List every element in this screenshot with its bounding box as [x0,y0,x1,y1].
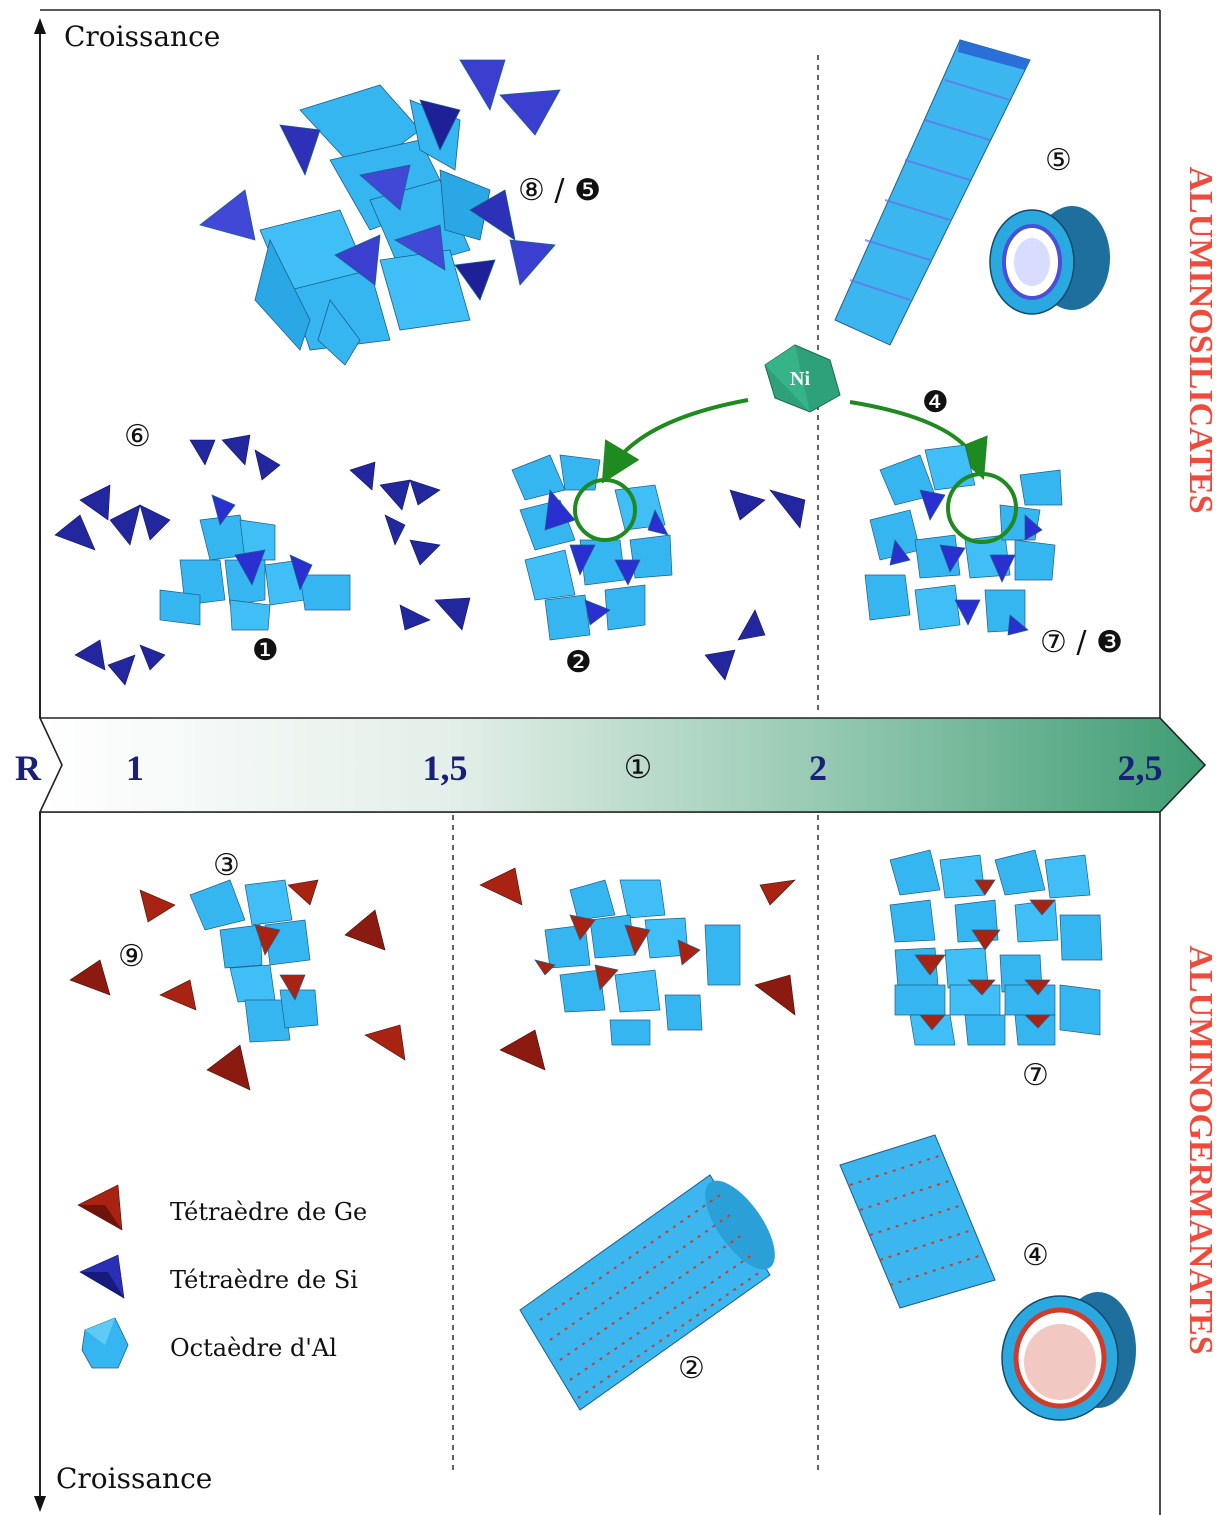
aluminogermanates-label: ALUMINOGERMANATES [1182,945,1219,1354]
r-axis-label: R [15,748,42,788]
r-tick-1-5: 1,5 [423,748,468,788]
marker-3: ③ [213,848,240,883]
r-tick-marker-1: ① [624,748,653,786]
top-panel-frame [40,9,1161,718]
marker-9: ⑨ [118,939,145,974]
ni-site-ring-left [573,478,637,542]
marker-7-3: ⑦ / ❸ [1040,625,1123,660]
growth-axis-top-arrowhead [34,18,46,34]
imogolite-ge-sheet-7 [889,849,1103,1046]
aluminosilicate-nanotube [834,39,1031,346]
legend-label-ge: Tétraèdre de Ge [170,1198,367,1226]
marker-2: ② [678,1351,705,1386]
si-tetrahedron-icon [79,1254,125,1299]
proto-imogolite-ge-cluster-middle [534,879,741,1046]
amorphous-aluminosilicate-cluster [199,59,561,366]
ni-arrow-right [849,400,988,480]
ge-tetrahedron-icon [77,1184,123,1231]
marker-7: ⑦ [1022,1058,1049,1093]
legend: Tétraèdre de Ge Tétraèdre de Si Octaèdre… [77,1184,367,1369]
si-tetrahedra-monomers [54,434,806,686]
aluminosilicate-nanotube-cross-section [989,206,1110,315]
r-tick-2: 2 [809,748,827,788]
ni-site-ring-right [946,472,1018,544]
marker-1-filled: ❶ [252,633,279,668]
marker-2-filled: ❷ [565,645,592,680]
marker-4-filled: ❹ [922,385,949,420]
growth-axis-bottom-arrowhead [34,1496,46,1512]
marker-5: ⑤ [1045,143,1072,178]
marker-4: ④ [1022,1238,1049,1273]
proto-imogolite-cluster-7-3 [864,444,1063,636]
al-octahedron-icon [81,1317,129,1369]
aluminosilicates-label: ALUMINOSILICATES [1182,166,1219,513]
ge-tetrahedra-monomers-middle [479,867,796,1071]
ni-octahedron: Ni [764,344,841,413]
ni-arrow-left [601,398,749,484]
aluminogermanate-nanotube-4 [839,1134,996,1309]
aluminogermanate-nanotube-4-cross-section [1001,1292,1136,1421]
proto-imogolite-cluster-1 [159,494,351,631]
proto-imogolite-ge-cluster-3 [189,879,319,1043]
marker-8-5: ⑧ / ❺ [518,173,601,208]
r-ratio-arrow [38,717,1207,813]
legend-label-si: Tétraèdre de Si [170,1266,358,1294]
r-tick-2-5: 2,5 [1118,748,1163,788]
r-tick-1: 1 [126,748,144,788]
legend-label-al: Octaèdre d'Al [170,1334,337,1362]
aluminogermanate-nanotube-2 [519,1174,775,1411]
growth-label-top: Croissance [64,20,220,53]
growth-label-bottom: Croissance [56,1462,212,1495]
ni-label: Ni [790,368,810,390]
proto-imogolite-cluster-2 [511,454,673,641]
ge-tetrahedra-monomers-left [69,879,406,1091]
marker-6: ⑥ [124,419,151,454]
